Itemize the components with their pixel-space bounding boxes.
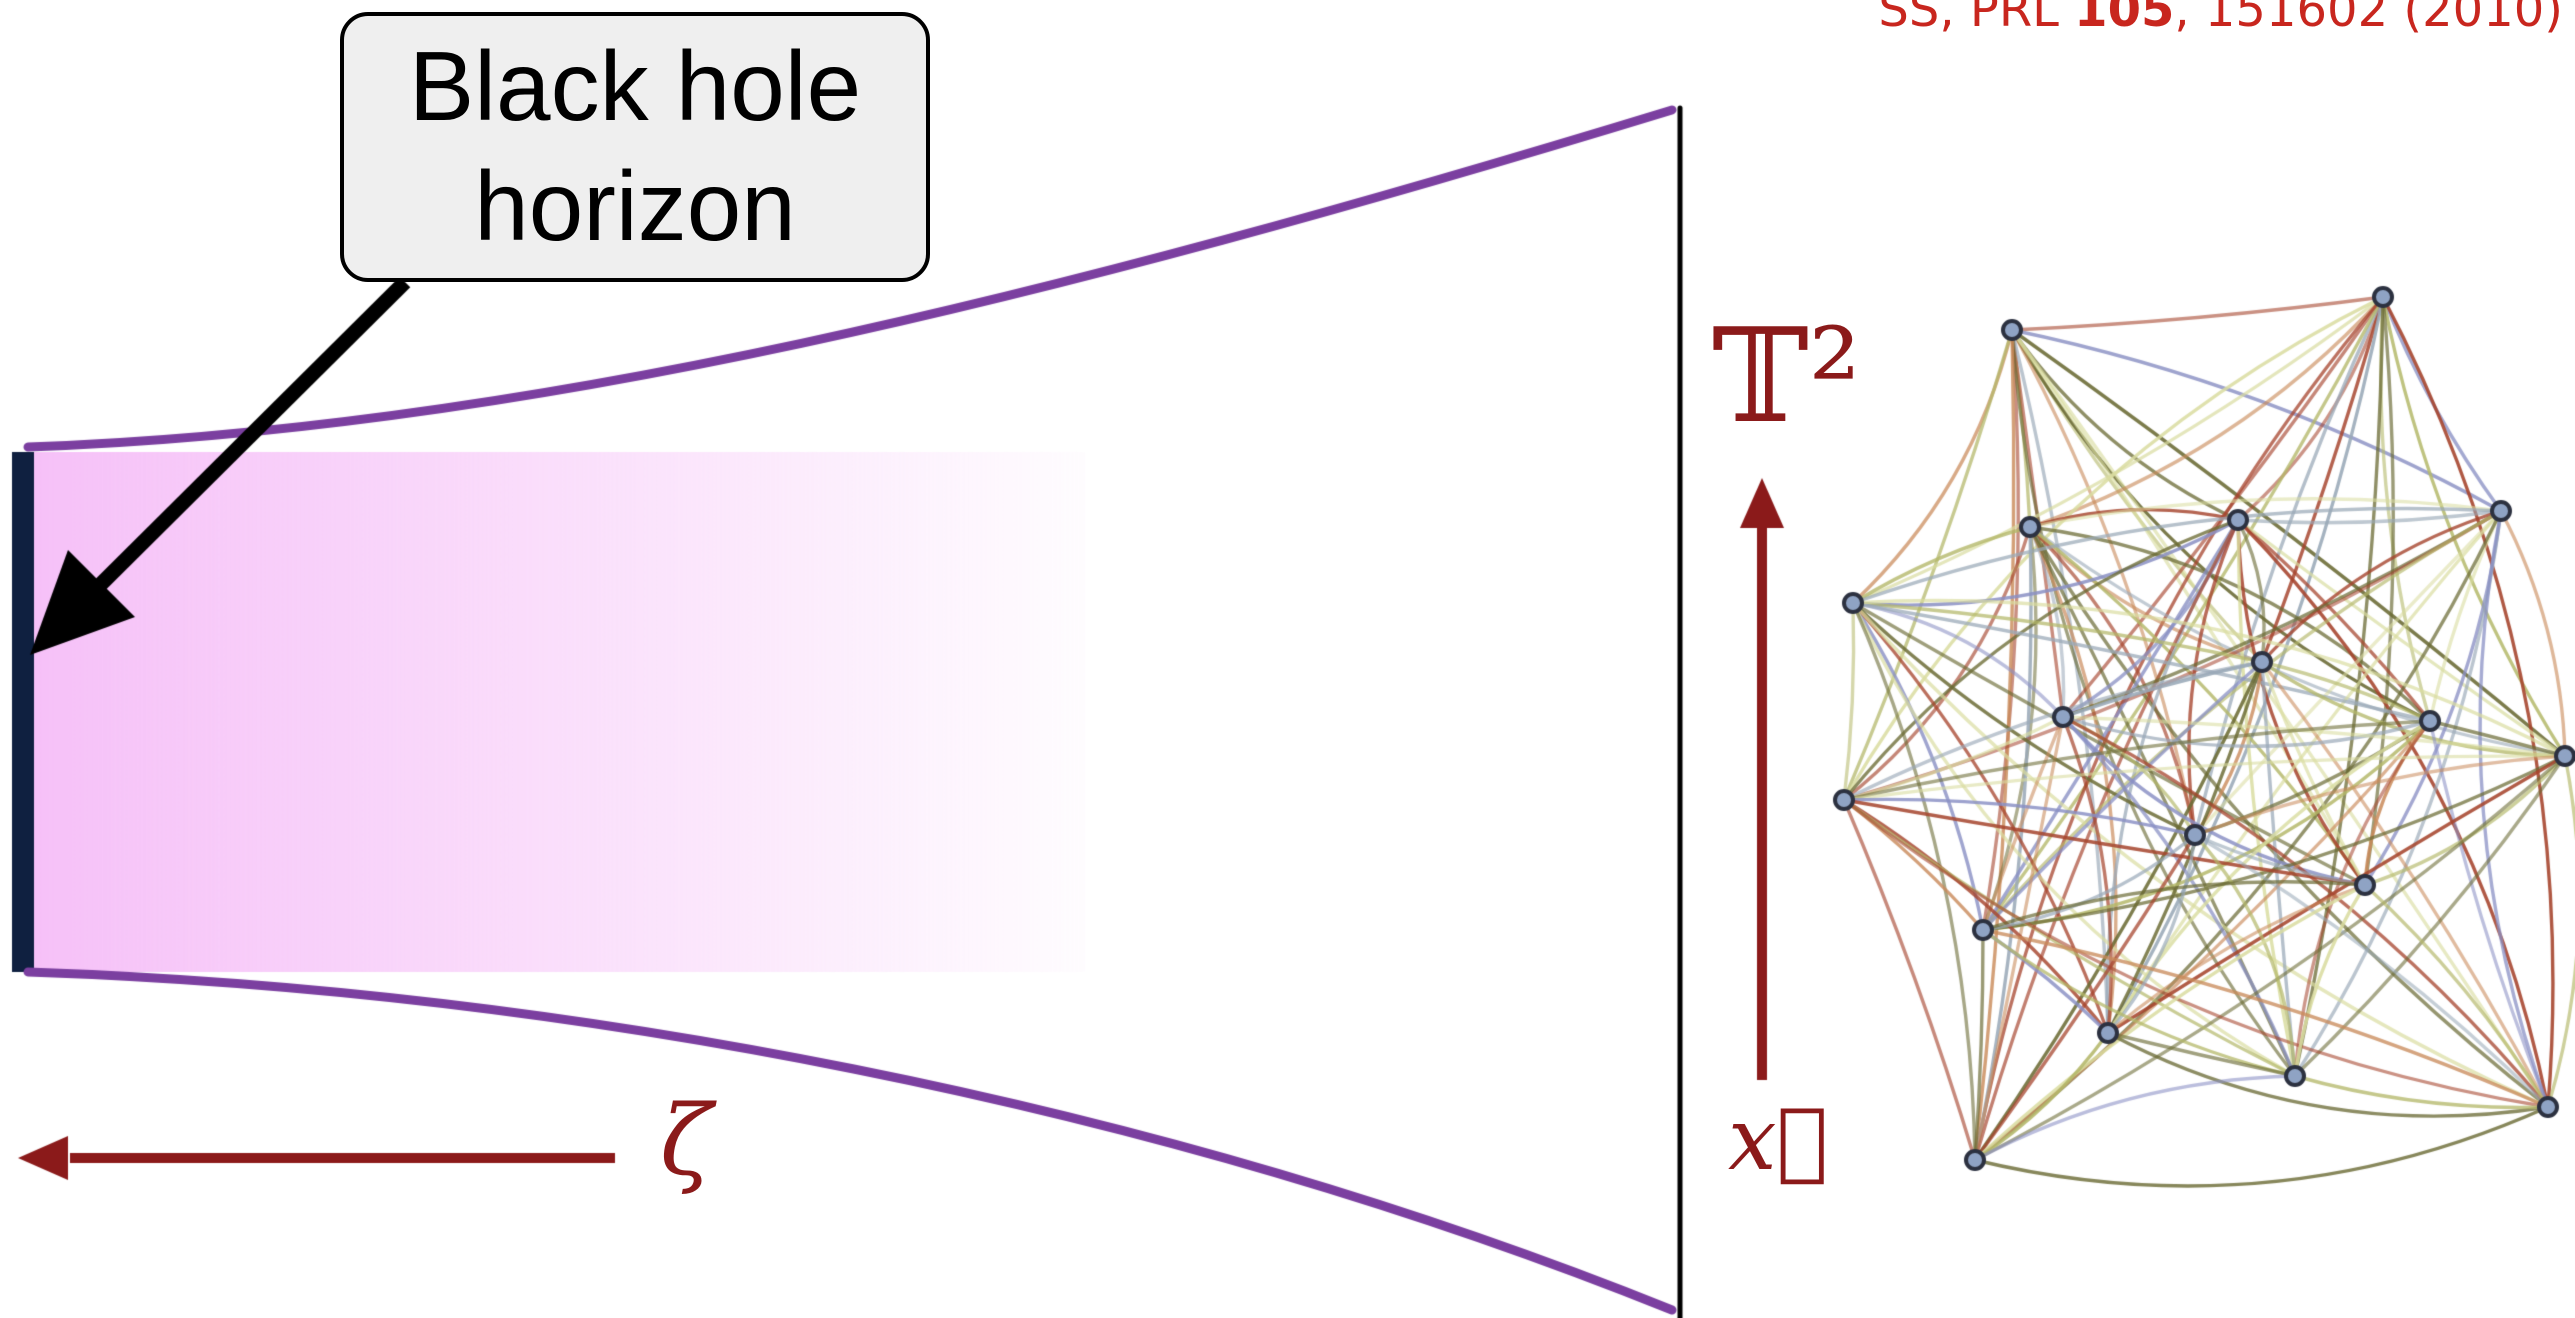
callout-label: Black hole horizon bbox=[409, 27, 861, 266]
torus-label: 𝕋² bbox=[1712, 300, 1861, 452]
zeta-label: ζ bbox=[660, 1085, 712, 1197]
citation-suffix: , 151602 (2010) bbox=[2174, 0, 2563, 38]
x-vector-label: x⃗ bbox=[1728, 1090, 1828, 1190]
citation-prefix: SS, PRL bbox=[1878, 0, 2074, 38]
citation: SS, PRL 105, 151602 (2010) bbox=[1878, 0, 2563, 38]
citation-volume: 105 bbox=[2074, 0, 2174, 38]
black-hole-horizon-callout: Black hole horizon bbox=[340, 12, 930, 282]
